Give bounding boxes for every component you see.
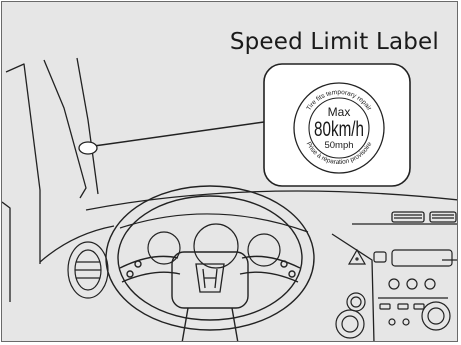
- cockpit-illustration: Tire fits temporary repair Prise à répar…: [2, 2, 458, 342]
- center-console: [336, 250, 452, 338]
- sticker-max-text: Max: [328, 105, 351, 119]
- illustration-frame: Speed Limit Label: [1, 1, 458, 342]
- sticker-speed-kmh: 80km/h: [314, 118, 364, 141]
- speed-limit-sticker: Tire fits temporary repair Prise à répar…: [294, 83, 384, 173]
- sticker-speed-mph: 50mph: [324, 140, 353, 151]
- leader-line: [94, 122, 264, 146]
- a-pillar: [2, 58, 98, 302]
- left-air-vent: [68, 242, 108, 298]
- label-location-marker: [79, 142, 97, 154]
